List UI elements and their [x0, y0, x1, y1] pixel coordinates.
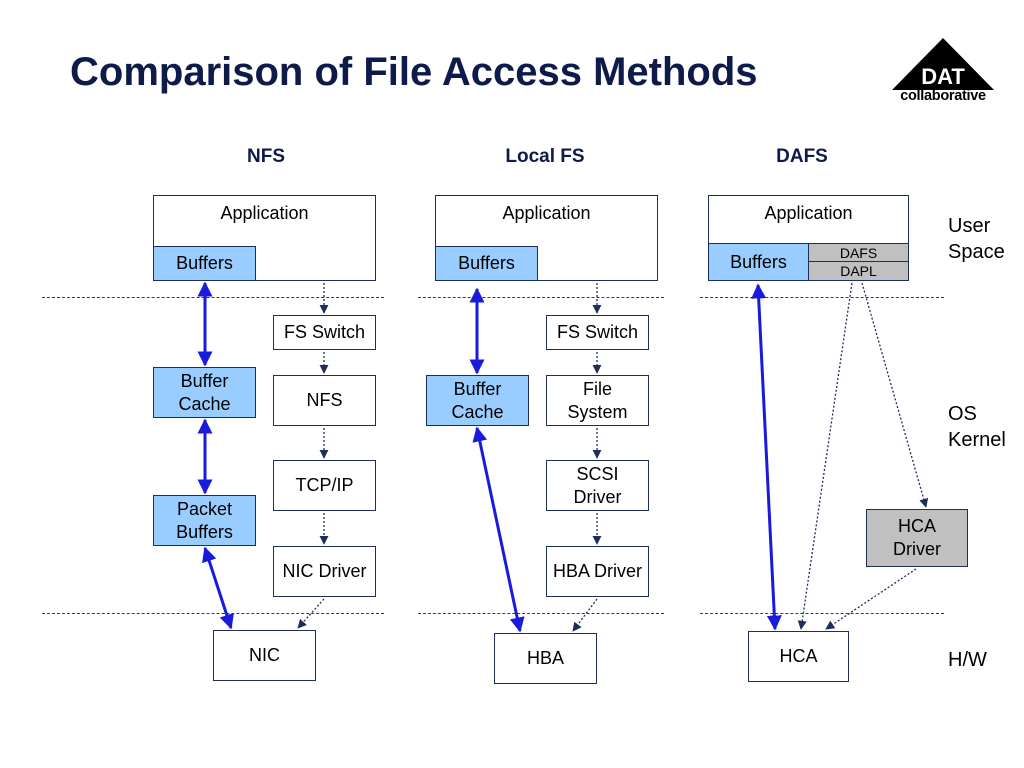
- dafs-hca-driver-box: HCA Driver: [866, 509, 968, 567]
- layer-label-os-kernel: OS Kernel: [948, 401, 1006, 453]
- dafs-hca-driver-line2: Driver: [893, 539, 941, 559]
- local-arrow-hbadriver-hba: [572, 598, 598, 632]
- nfs-tcpip-box: TCP/IP: [273, 460, 376, 511]
- local-file-system-line2: System: [567, 401, 628, 422]
- nfs-fs-switch-label: FS Switch: [283, 322, 366, 342]
- local-hba-driver-box: HBA Driver: [546, 546, 649, 597]
- nfs-buffers-label: Buffers: [176, 253, 233, 273]
- local-buffer-cache-line1: Buffer: [453, 378, 502, 399]
- user-kernel-boundary-dafs: [700, 297, 944, 298]
- page-title: Comparison of File Access Methods: [70, 50, 758, 94]
- local-buffers-box: Buffers: [435, 246, 538, 281]
- nfs-fs-switch-box: FS Switch: [273, 315, 376, 350]
- local-file-system-line1: File: [582, 378, 612, 399]
- nfs-buffer-cache-line2: Cache: [178, 393, 231, 414]
- dafs-arrow-buffers-hca: [751, 283, 782, 631]
- dafs-arrow-dapl-driver: [861, 282, 929, 508]
- nfs-buffers-box: Buffers: [153, 246, 256, 281]
- dafs-application-label: Application: [764, 203, 853, 223]
- nfs-packet-buffers-line1: Packet: [176, 498, 232, 519]
- local-scsi-driver-line1: SCSI: [576, 463, 619, 484]
- nfs-nic-box: NIC: [213, 630, 316, 681]
- user-space-line2: Space: [948, 241, 1005, 263]
- dafs-arrow-driver-hca: [825, 568, 917, 630]
- user-space-line1: User: [948, 215, 991, 237]
- dafs-buffers-label: Buffers: [730, 251, 787, 272]
- logo-triangle-icon: DAT: [892, 38, 994, 90]
- nfs-arrow-packet-nic: [202, 546, 234, 630]
- dafs-hca-driver-line1: HCA: [897, 516, 936, 536]
- nfs-application-label: Application: [220, 203, 309, 223]
- dafs-hca-label: HCA: [779, 646, 818, 666]
- nfs-tcpip-label: TCP/IP: [295, 475, 354, 495]
- os-kernel-line2: Kernel: [948, 429, 1006, 451]
- dat-collaborative-logo: DAT collaborative: [888, 36, 998, 110]
- local-scsi-driver-line2: Driver: [573, 486, 622, 507]
- nfs-nic-driver-label: NIC Driver: [282, 561, 367, 581]
- nfs-packet-buffers-line2: Buffers: [176, 521, 233, 542]
- local-hba-driver-label: HBA Driver: [552, 561, 642, 581]
- dafs-hca-box: HCA: [748, 631, 849, 682]
- nfs-arrow-driver-nic: [297, 598, 325, 629]
- local-fs-switch-box: FS Switch: [546, 315, 649, 350]
- local-hba-label: HBA: [526, 648, 564, 668]
- local-hba-box: HBA: [494, 633, 597, 684]
- dapl-box: DAPL: [808, 261, 909, 281]
- kernel-hw-boundary-local: [418, 613, 664, 614]
- os-kernel-line1: OS: [948, 403, 977, 425]
- user-kernel-boundary-nfs: [42, 297, 384, 298]
- column-heading-local-fs: Local FS: [505, 146, 585, 167]
- column-heading-dafs: DAFS: [776, 146, 828, 167]
- nfs-client-box: NFS: [273, 375, 376, 426]
- nfs-nic-driver-box: NIC Driver: [273, 546, 376, 597]
- local-buffer-cache-line2: Cache: [451, 401, 504, 422]
- layer-label-hw: H/W: [948, 649, 987, 671]
- local-arrow-cache-hba: [472, 426, 525, 633]
- local-application-label: Application: [502, 203, 591, 223]
- dapl-label: DAPL: [840, 263, 877, 279]
- nfs-nic-label: NIC: [249, 645, 280, 665]
- local-fs-switch-label: FS Switch: [556, 322, 639, 342]
- column-heading-nfs: NFS: [247, 146, 285, 167]
- kernel-hw-boundary-dafs: [700, 613, 944, 614]
- user-kernel-boundary-local: [418, 297, 664, 298]
- svg-text:DAT: DAT: [921, 64, 965, 89]
- dafs-buffers-box: Buffers: [708, 243, 809, 281]
- logo-subtitle: collaborative: [900, 88, 986, 104]
- dafs-library-label: DAFS: [839, 244, 878, 261]
- nfs-buffer-cache-line1: Buffer: [180, 370, 229, 391]
- nfs-client-label: NFS: [306, 390, 343, 410]
- local-buffers-label: Buffers: [458, 253, 515, 273]
- dafs-arrow-dapl-hca: [797, 282, 853, 630]
